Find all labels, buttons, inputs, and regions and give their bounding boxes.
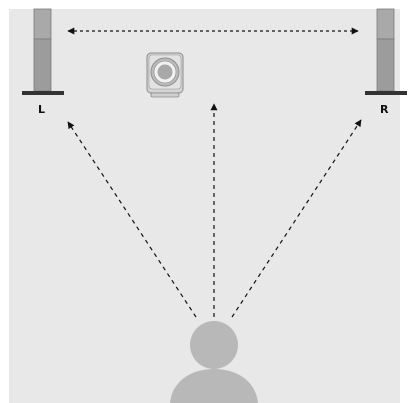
left-speaker-top xyxy=(33,8,52,40)
left-speaker-base xyxy=(22,91,64,95)
person-icon xyxy=(170,321,258,403)
sight-line-left xyxy=(67,121,197,318)
right-speaker-top xyxy=(376,8,395,40)
right-speaker-body xyxy=(376,38,395,92)
right-speaker-label: R xyxy=(380,103,389,116)
left-speaker-body xyxy=(33,38,52,92)
right-speaker xyxy=(365,8,407,95)
right-speaker-base xyxy=(365,91,407,95)
subwoofer-icon xyxy=(146,52,184,98)
left-speaker-label: L xyxy=(38,103,45,116)
listener-head xyxy=(190,321,238,369)
listener-shoulders xyxy=(170,369,258,403)
left-speaker xyxy=(22,8,64,95)
